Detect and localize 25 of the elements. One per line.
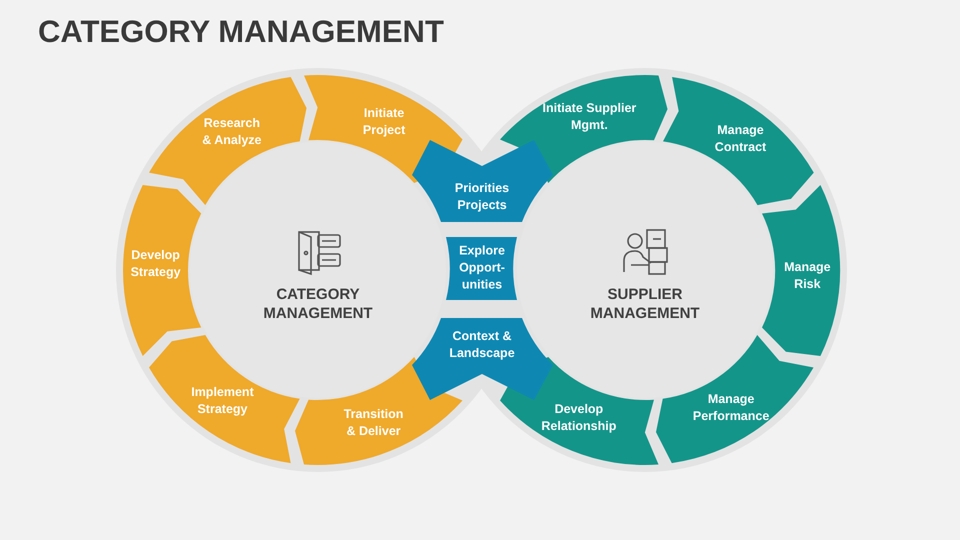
hexagon-segment [412,140,553,222]
segment-label: Manage Risk [783,258,832,293]
segment-label: Manage Performance [692,390,770,425]
hexagon-segment [446,237,517,300]
ring-segment [123,184,202,356]
ring-segment [149,335,300,464]
segment-label: Initiate Project [362,104,406,139]
segment-label: Research & Analyze [201,115,263,150]
segment-label: Develop Relationship [540,401,618,436]
segment-label: Initiate Supplier Mgmt. [542,100,638,134]
ring-segment [663,76,814,205]
segment-label: Context & Landscape [448,328,516,362]
hub-label: SUPPLIER MANAGEMENT [589,285,701,323]
segment-label: Explore Opport- unities [458,242,506,294]
ring-segment [656,335,814,464]
hub-label: CATEGORY MANAGEMENT [262,285,374,323]
segment-label: Manage Contract [714,122,768,156]
hexagon-segment [412,318,553,400]
title: CATEGORY MANAGEMENT [38,14,444,50]
segment-label: Transition & Deliver [342,406,404,440]
segment-label: Develop Strategy [130,247,182,282]
ring-segment [762,184,840,356]
segment-label: Implement Strategy [190,384,255,418]
ring-segment [149,76,307,205]
segment-label: Priorities Projects [454,180,510,214]
